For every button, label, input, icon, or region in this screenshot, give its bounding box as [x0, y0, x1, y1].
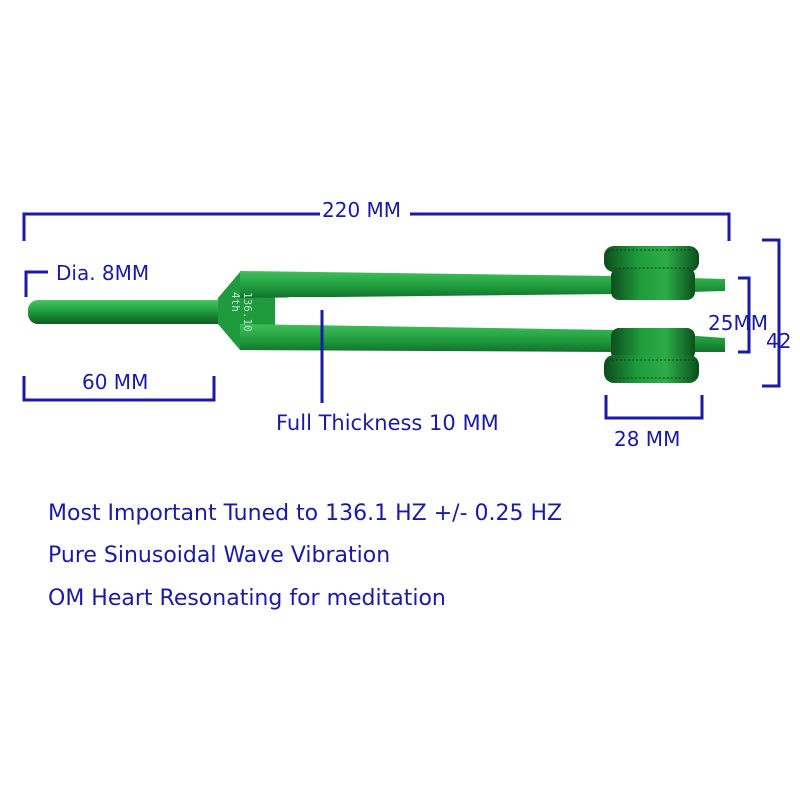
dimension-line-length [22, 212, 320, 241]
feature-line-2: Pure Sinusoidal Wave Vibration [48, 543, 391, 568]
total-height-label: 42 [766, 329, 792, 353]
dimension-line-weight [604, 395, 704, 420]
dimension-line-height [762, 238, 781, 388]
fork-stem [28, 300, 228, 324]
dimension-line-diameter [24, 270, 48, 297]
dimension-line-gap [738, 276, 751, 354]
length-label: 220 MM [322, 198, 402, 222]
damper-weight-upper [604, 246, 699, 300]
fork-slot [276, 297, 620, 325]
dimension-line-length-right [410, 212, 731, 241]
damper-weight-lower [604, 328, 699, 383]
thickness-label: Full Thickness 10 MM [276, 411, 499, 435]
fork-prong-lower [240, 324, 725, 352]
fork-prong-upper [240, 271, 725, 298]
feature-line-3: OM Heart Resonating for meditation [48, 586, 446, 611]
weight-diameter-label: 28 MM [614, 427, 681, 451]
diameter-label: Dia. 8MM [56, 261, 150, 285]
prong-gap-label: 25MM [708, 311, 768, 335]
engraving-frequency: 136.10 [241, 292, 254, 332]
stem-length-label: 60 MM [82, 370, 149, 394]
dimension-line-stem [22, 376, 216, 402]
engraving-label: 4th [229, 292, 242, 312]
tuning-fork: 136.10 4th [28, 246, 725, 383]
feature-line-1: Most Important Tuned to 136.1 HZ +/- 0.2… [48, 501, 563, 526]
